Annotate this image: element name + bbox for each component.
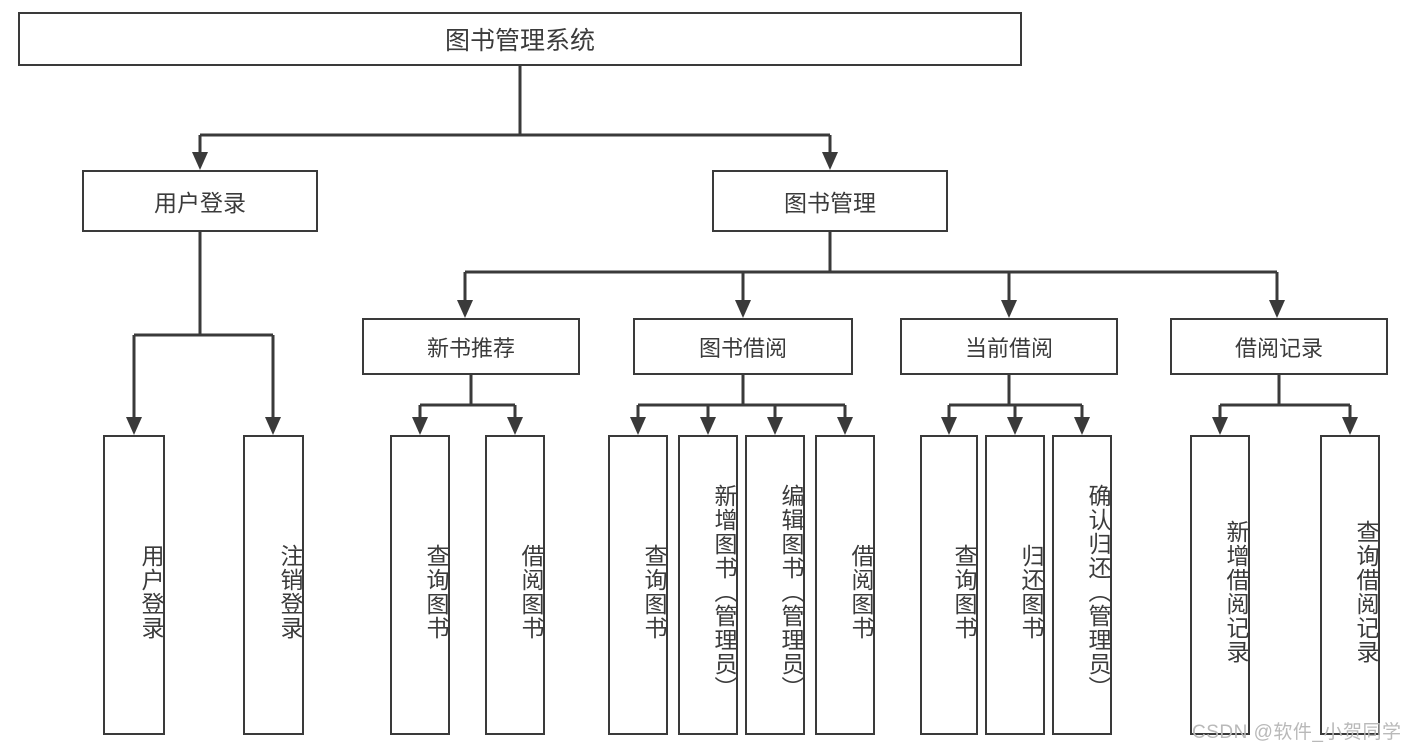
node-label-leaf-query-book-3: 查询图书: [951, 544, 977, 640]
node-label-leaf-add-book: 新增图书（管理员）: [711, 484, 737, 700]
node-leaf-edit-book[interactable]: 编辑图书（管理员）: [745, 435, 805, 735]
arrowhead-arrow-to-book-borrow: [735, 300, 751, 318]
node-label-leaf-borrow-book-2: 借阅图书: [848, 544, 874, 640]
node-leaf-return-book[interactable]: 归还图书: [985, 435, 1045, 735]
arrowhead-arrow-to-leaf-add-book: [700, 417, 716, 435]
node-leaf-add-record[interactable]: 新增借阅记录: [1190, 435, 1250, 735]
arrowhead-arrow-to-leaf-query-book-1: [412, 417, 428, 435]
node-leaf-confirm-return[interactable]: 确认归还（管理员）: [1052, 435, 1112, 735]
node-label-new-book-rec: 新书推荐: [426, 335, 515, 361]
arrowhead-arrow-to-leaf-confirm-return: [1074, 417, 1090, 435]
node-leaf-add-book[interactable]: 新增图书（管理员）: [678, 435, 738, 735]
node-leaf-borrow-book-1[interactable]: 借阅图书: [485, 435, 545, 735]
node-label-leaf-query-book-1: 查询图书: [423, 544, 449, 640]
node-leaf-user-login[interactable]: 用户登录: [103, 435, 165, 735]
arrowhead-arrow-to-leaf-query-record: [1342, 417, 1358, 435]
node-user-login[interactable]: 用户登录: [82, 170, 318, 232]
node-label-leaf-query-record: 查询借阅记录: [1353, 520, 1379, 664]
node-label-leaf-user-login: 用户登录: [138, 544, 164, 640]
arrowhead-arrow-to-leaf-query-book-2: [630, 417, 646, 435]
node-leaf-logout[interactable]: 注销登录: [243, 435, 304, 735]
node-leaf-query-record[interactable]: 查询借阅记录: [1320, 435, 1380, 735]
node-leaf-query-book-3[interactable]: 查询图书: [920, 435, 978, 735]
arrowhead-arrow-to-book-manage: [822, 152, 838, 170]
node-label-leaf-edit-book: 编辑图书（管理员）: [778, 484, 804, 700]
node-label-current-borrow: 当前借阅: [964, 335, 1053, 361]
node-label-leaf-logout: 注销登录: [277, 544, 303, 640]
node-borrow-record[interactable]: 借阅记录: [1170, 318, 1388, 375]
node-label-root: 图书管理系统: [444, 27, 595, 55]
node-label-leaf-confirm-return: 确认归还（管理员）: [1085, 484, 1111, 700]
node-label-leaf-borrow-book-1: 借阅图书: [518, 544, 544, 640]
node-label-leaf-return-book: 归还图书: [1018, 544, 1044, 640]
arrowhead-arrow-to-leaf-add-record: [1212, 417, 1228, 435]
arrowhead-arrow-to-leaf-return-book: [1007, 417, 1023, 435]
arrowhead-arrow-to-borrow-record: [1269, 300, 1285, 318]
watermark-label: CSDN @软件_小贺同学: [1192, 722, 1402, 743]
arrowhead-arrow-to-leaf-borrow-book-1: [507, 417, 523, 435]
node-label-leaf-query-book-2: 查询图书: [641, 544, 667, 640]
arrowhead-arrow-to-user-login: [192, 152, 208, 170]
node-leaf-query-book-2[interactable]: 查询图书: [608, 435, 668, 735]
arrowhead-arrow-to-leaf-logout: [265, 417, 281, 435]
arrowhead-arrow-to-leaf-edit-book: [767, 417, 783, 435]
arrowhead-arrow-to-new-book-rec: [457, 300, 473, 318]
node-leaf-borrow-book-2[interactable]: 借阅图书: [815, 435, 875, 735]
node-book-borrow[interactable]: 图书借阅: [633, 318, 853, 375]
node-book-manage[interactable]: 图书管理: [712, 170, 948, 232]
arrowhead-arrow-to-leaf-query-book-3: [941, 417, 957, 435]
node-root[interactable]: 图书管理系统: [18, 12, 1022, 66]
node-label-leaf-add-record: 新增借阅记录: [1223, 520, 1249, 664]
node-label-user-login: 用户登录: [154, 190, 246, 216]
arrowhead-arrow-to-leaf-user-login: [126, 417, 142, 435]
node-new-book-rec[interactable]: 新书推荐: [362, 318, 580, 375]
node-current-borrow[interactable]: 当前借阅: [900, 318, 1118, 375]
arrowhead-arrow-to-leaf-borrow-book-2: [837, 417, 853, 435]
arrowhead-arrow-to-current-borrow: [1001, 300, 1017, 318]
node-label-book-borrow: 图书借阅: [698, 335, 787, 361]
node-label-borrow-record: 借阅记录: [1234, 335, 1323, 361]
node-label-book-manage: 图书管理: [784, 190, 876, 216]
node-leaf-query-book-1[interactable]: 查询图书: [390, 435, 450, 735]
